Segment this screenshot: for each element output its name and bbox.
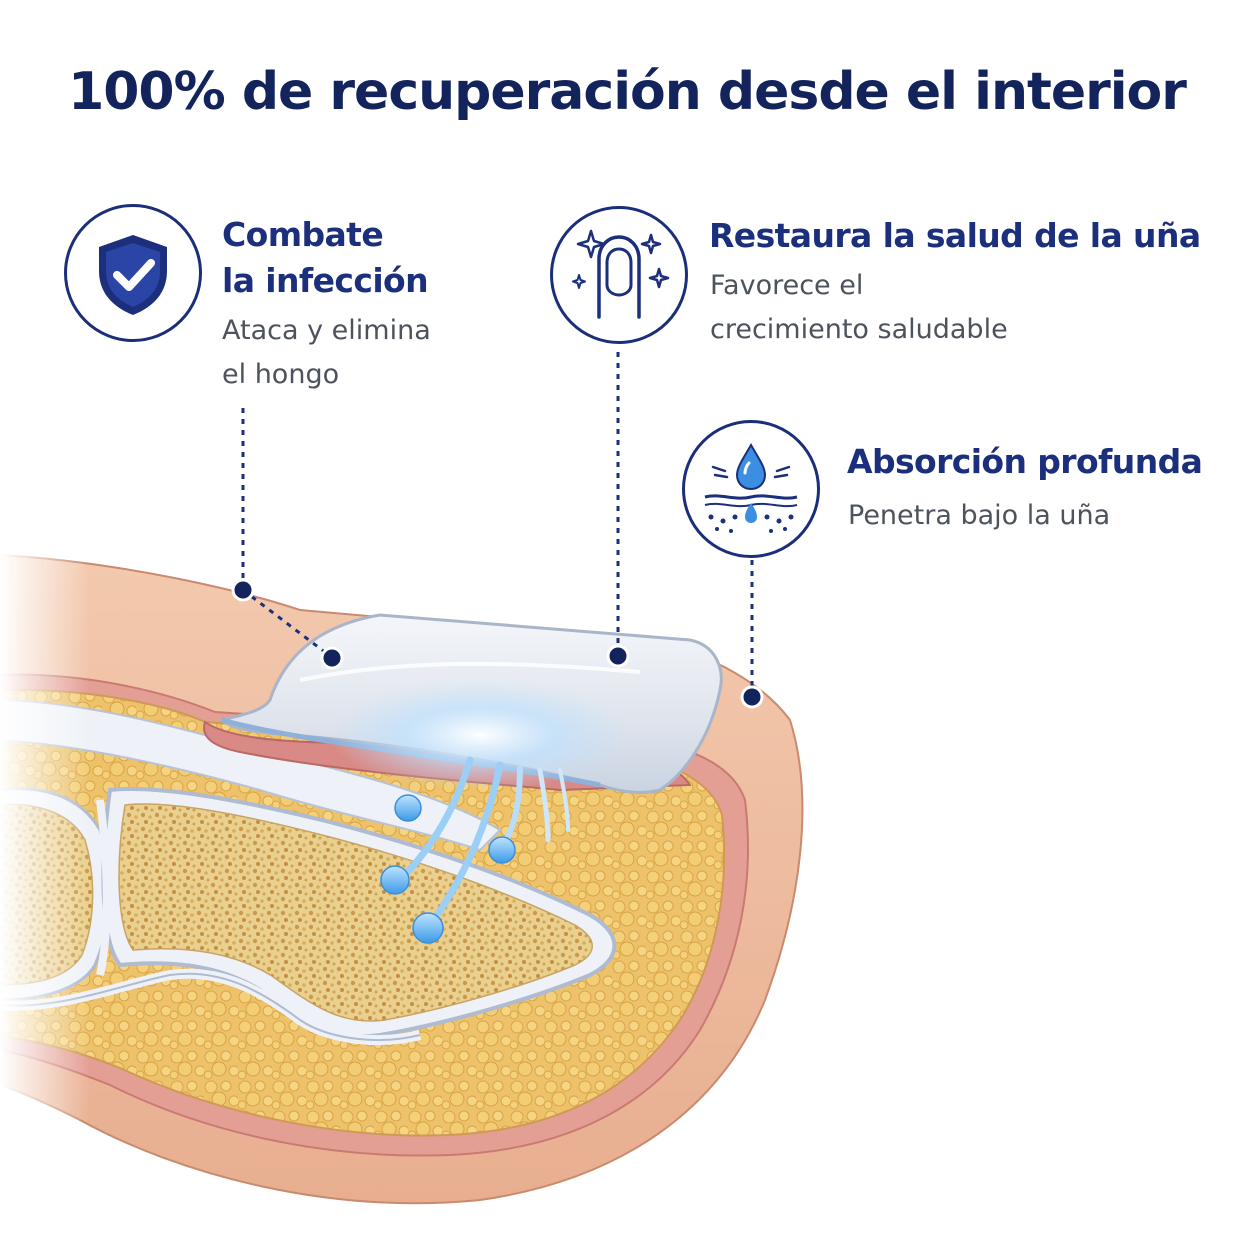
feature-desc-infection-line1: Ataca y elimina (222, 315, 431, 346)
nail-sparkle-icon (572, 229, 670, 319)
treatment-droplets (380, 794, 516, 944)
feature-title-absorption: Absorción profunda (847, 442, 1203, 481)
feature-icon-circle-nail (550, 206, 688, 344)
feature-title-nail: Restaura la salud de la uña (709, 216, 1201, 255)
feature-icon-circle-infection (64, 204, 202, 342)
feature-title-infection-line1: Combate (222, 215, 384, 254)
tendon-band (0, 698, 502, 852)
feature-desc-nail-line1: Favorece el (710, 270, 864, 301)
feature-desc-infection-line2: el hongo (222, 359, 340, 390)
leader-lines (241, 352, 754, 695)
feature-desc-absorption: Penetra bajo la uña (848, 500, 1111, 531)
feature-desc-nail-line2: crecimiento saludable (710, 314, 1008, 345)
leader-dots (231, 578, 764, 709)
absorption-drop-icon (704, 442, 798, 533)
feature-icon-circle-absorption (682, 420, 820, 558)
page-title: 100% de recuperación desde el interior (68, 62, 1187, 122)
shield-check-icon (99, 235, 167, 315)
feature-title-infection-line2: la infección (222, 261, 429, 300)
